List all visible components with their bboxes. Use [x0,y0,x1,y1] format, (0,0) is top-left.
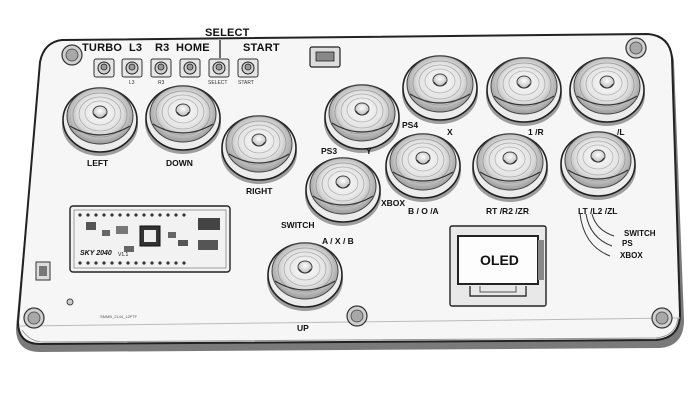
l1-partial-label: /L [617,127,625,137]
legend-switch: SWITCH [624,229,656,238]
down-button[interactable] [144,85,222,155]
a-x-b-label: A / X / B [322,236,354,246]
square-label: X [447,127,453,137]
turbo-label: TURBO [82,42,123,54]
left-button[interactable] [61,87,139,157]
r3-label: R3 [155,42,170,54]
select-button[interactable] [208,58,230,78]
select-small-label: SELECT [208,80,228,86]
r1-partial-label: 1 /R [528,127,544,137]
down-label: DOWN [166,158,193,168]
board-version: V1.1 [118,252,129,258]
screw [625,37,647,59]
pcb-board [69,205,231,273]
b-o-a-label: B / O /A [408,206,439,216]
a-x-b-button[interactable] [304,157,382,227]
ps4-label: PS4 [402,120,419,130]
start-label: START [243,42,280,54]
mount-hole [66,298,74,306]
lt-l2-zl-button[interactable] [559,131,637,201]
b-o-a-button[interactable] [384,133,462,203]
r3-button[interactable] [150,58,172,78]
oled-module [449,225,547,307]
l3-label: L3 [129,42,143,54]
start-button[interactable] [237,58,259,78]
home-button[interactable] [179,58,201,78]
screw [346,305,368,327]
screw [61,44,83,66]
ps3-partial-label: Y [366,146,372,156]
board-name: SKY 2040 [80,250,112,257]
ps3-label: PS3 [321,146,338,156]
r1-button[interactable] [485,57,563,127]
switch-label: SWITCH [281,220,315,230]
screw [651,307,673,329]
serial-text: SMMB_2144_12FTF [100,314,138,319]
rt-r2-zr-button[interactable] [471,133,549,203]
r3-small-label: R3 [158,80,165,86]
legend-ps: PS [622,239,633,248]
side-port [35,261,51,281]
xbox-label: XBOX [381,198,406,208]
select-label: SELECT [205,27,250,39]
up-label: UP [297,323,309,333]
lt-l2-zl-label: LT /L2 /ZL [578,206,618,216]
l1-button[interactable] [568,57,646,127]
right-button[interactable] [220,115,298,185]
l3-button[interactable] [121,58,143,78]
legend-xbox: XBOX [620,251,643,260]
mode-legend-arcs [579,213,615,257]
home-label: HOME [176,42,210,54]
rt-r2-zr-label: RT /R2 /ZR [486,206,529,216]
screw [23,307,45,329]
usb-port [309,46,341,68]
turbo-button[interactable] [93,58,115,78]
ps4-button[interactable] [401,55,479,125]
oled-label: OLED [480,252,519,268]
l3-small-label: L3 [129,80,135,86]
start-small-label: START [238,80,254,86]
right-label: RIGHT [246,186,273,196]
left-label: LEFT [87,158,109,168]
ps3-button[interactable] [323,84,401,154]
up-button[interactable] [266,242,344,312]
